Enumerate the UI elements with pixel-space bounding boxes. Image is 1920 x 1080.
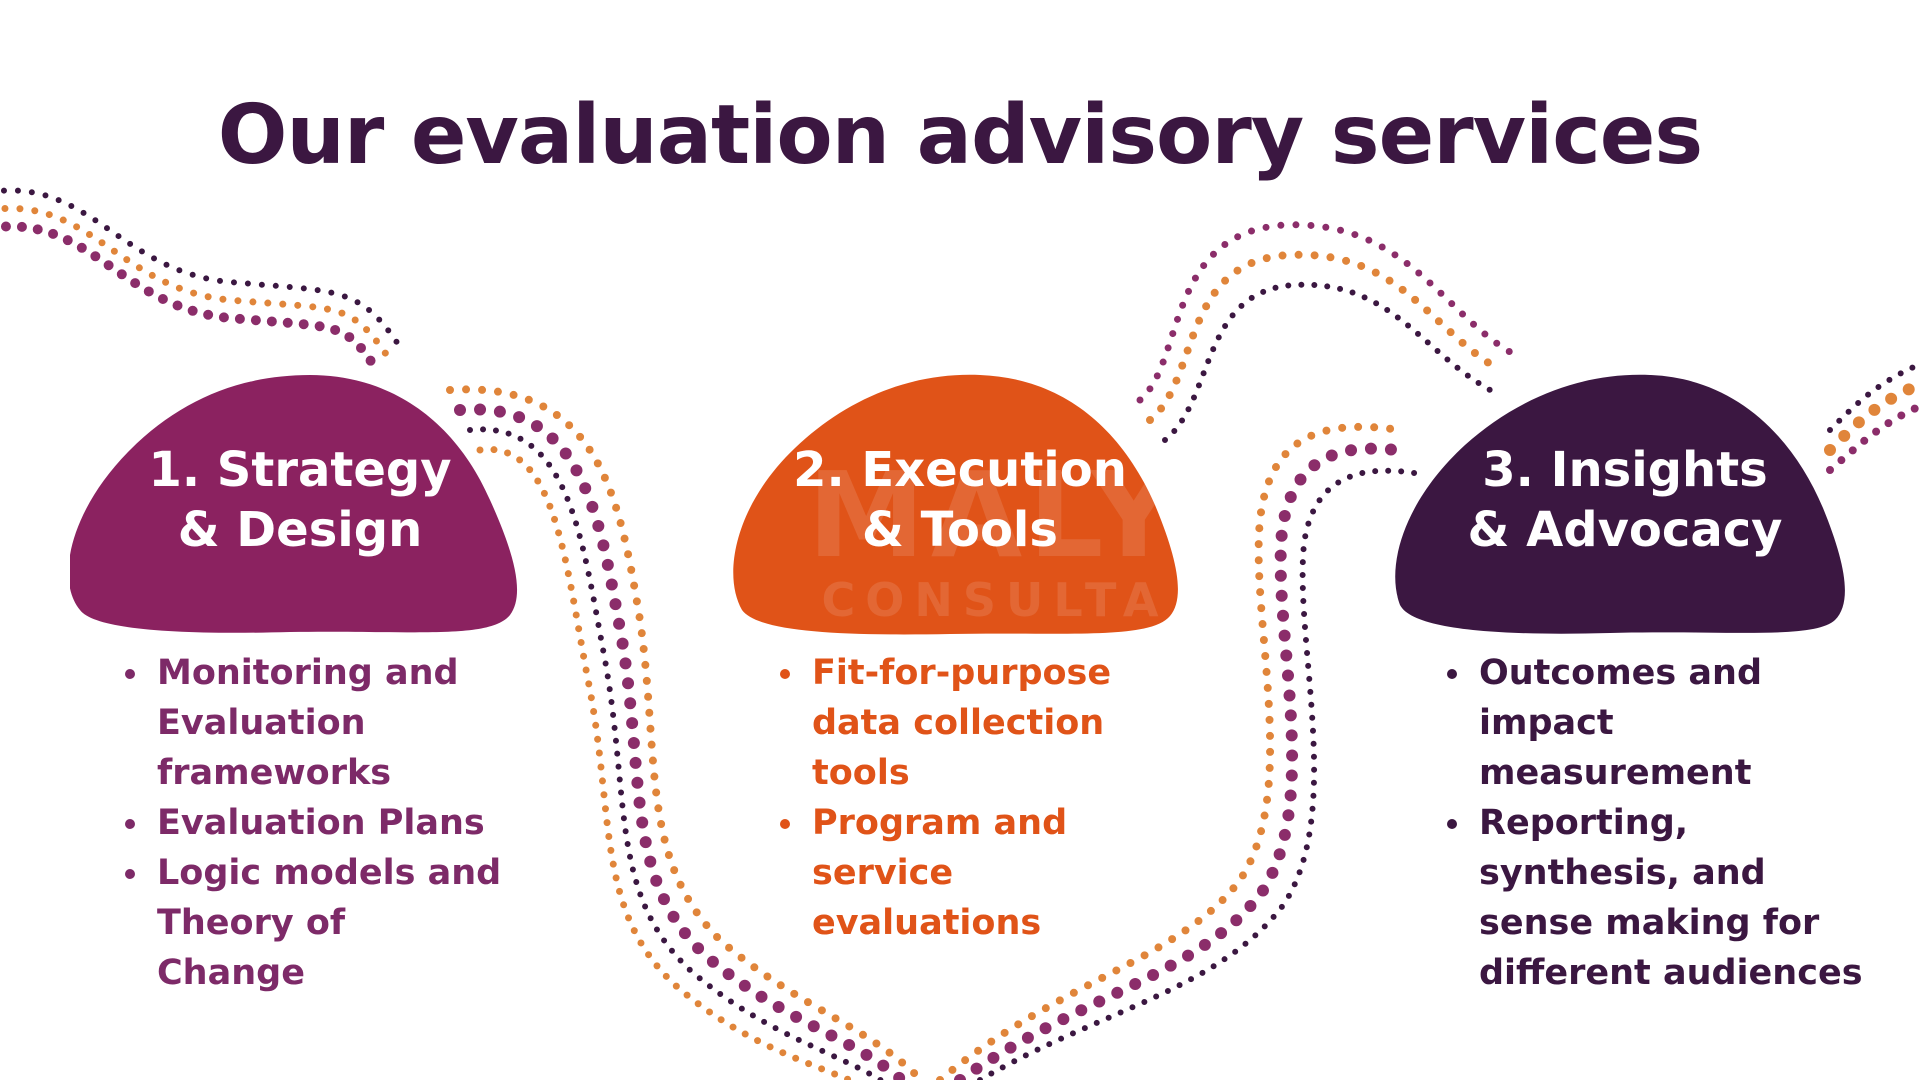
dotted-path-loop-orange — [446, 385, 927, 1080]
execution-label-line2: & Tools — [862, 502, 1058, 558]
insights-advocacy-list: Outcomes and impact measurement Reportin… — [1447, 648, 1867, 998]
execution-label-line1: 2. Execution — [793, 442, 1127, 498]
dotted-path-loop-purple — [454, 403, 911, 1080]
strategy-design-list: Monitoring and Evaluation frameworks Eva… — [125, 648, 505, 998]
dotted-path-loop-dark — [467, 426, 886, 1080]
insights-advocacy-mound: 3. Insights & Advocacy — [1395, 340, 1855, 640]
list-item: Outcomes and impact measurement — [1447, 648, 1867, 798]
dotted-path-right-purple — [954, 442, 1416, 1080]
strategy-mound-shape — [70, 375, 518, 633]
dotted-path-top-purple — [1136, 221, 1514, 404]
execution-tools-list: Fit-for-purpose data collection tools Pr… — [780, 648, 1180, 948]
list-item: Program and service evaluations — [780, 798, 1180, 948]
execution-mound-shape — [733, 374, 1178, 635]
strategy-design-mound: 1. Strategy & Design — [70, 340, 530, 640]
dotted-path-exit-dark — [1827, 360, 1920, 433]
list-item: Evaluation Plans — [125, 798, 505, 848]
strategy-label-line1: 1. Strategy — [148, 442, 452, 498]
list-item: Logic models and Theory of Change — [125, 848, 505, 998]
dotted-path-right-dark — [977, 467, 1423, 1080]
dotted-path-top-orange — [1146, 250, 1504, 424]
strategy-design-label: 1. Strategy & Design — [70, 440, 530, 560]
dotted-path-left-dark — [0, 187, 405, 353]
dotted-path-loop-orange-inner — [476, 446, 859, 1080]
execution-tools-label: 2. Execution & Tools — [730, 440, 1190, 560]
insights-label-line1: 3. Insights — [1482, 442, 1768, 498]
insights-advocacy-label: 3. Insights & Advocacy — [1395, 440, 1855, 560]
list-item: Monitoring and Evaluation frameworks — [125, 648, 505, 798]
dotted-path-exit-orange — [1824, 377, 1920, 456]
dotted-path-exit-purple — [1826, 401, 1920, 474]
page-title: Our evaluation advisory services — [217, 88, 1703, 183]
list-item: Fit-for-purpose data collection tools — [780, 648, 1180, 798]
strategy-label-line2: & Design — [177, 502, 423, 558]
execution-tools-mound: 2. Execution & Tools — [730, 340, 1190, 640]
insights-mound-shape — [1395, 374, 1845, 634]
list-item: Reporting, synthesis, and sense making f… — [1447, 798, 1867, 998]
dotted-path-right-orange — [936, 422, 1404, 1080]
insights-label-line2: & Advocacy — [1467, 502, 1783, 558]
dotted-path-left-purple — [0, 221, 383, 377]
dotted-path-left-orange — [0, 204, 394, 364]
